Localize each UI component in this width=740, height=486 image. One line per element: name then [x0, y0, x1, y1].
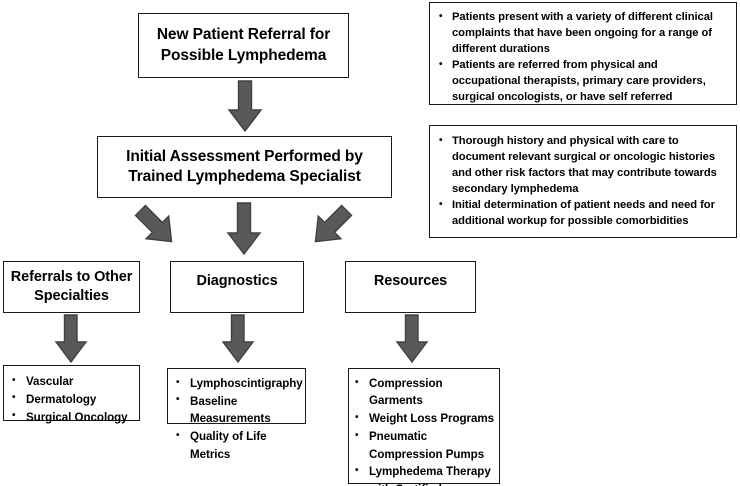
list-item: Dermatology	[7, 390, 134, 408]
referrals-specialties-items: Vascular Dermatology Surgical Oncology	[7, 372, 134, 426]
node-resources[interactable]: Resources	[345, 261, 476, 313]
node-new-patient-referral-label: New Patient Referral for Possible Lymphe…	[156, 26, 331, 64]
node-initial-assessment[interactable]: Initial Assessment Performed by Trained …	[97, 136, 392, 198]
list-item: Lymphedema Therapy with Certified Lymphe…	[350, 463, 495, 486]
list-diagnostics: Lymphoscintigraphy Baseline Measurements…	[167, 368, 306, 461]
arrow-referral-to-assessment	[225, 80, 265, 133]
node-resources-label: Resources	[373, 273, 448, 289]
assessment-details-items: Thorough history and physical with care …	[435, 134, 727, 230]
arrow-resources-to-list	[393, 314, 431, 364]
list-item: Weight Loss Programs	[350, 410, 495, 427]
node-referrals-to-other-specialties-label: Referrals to Other Specialties	[10, 268, 133, 304]
panel-referral-details: Patients present with a variety of diffe…	[429, 2, 737, 105]
arrow-assessment-to-referrals	[125, 200, 187, 252]
arrow-referrals-to-list	[52, 314, 90, 364]
list-item: Pneumatic Compression Pumps	[350, 428, 495, 463]
list-item: Quality of Life Metrics	[171, 428, 300, 463]
node-initial-assessment-label: Initial Assessment Performed by Trained …	[126, 147, 363, 185]
arrow-diagnostics-to-list	[219, 314, 257, 364]
list-item: Lymphoscintigraphy	[171, 374, 303, 392]
diagnostics-items: Lymphoscintigraphy Baseline Measurements…	[171, 374, 303, 463]
node-diagnostics[interactable]: Diagnostics	[170, 261, 304, 313]
list-item: Patients are referred from physical and …	[435, 58, 727, 106]
referral-details-items: Patients present with a variety of diffe…	[435, 10, 727, 106]
list-item: Initial determination of patient needs a…	[435, 198, 727, 230]
list-item: Surgical Oncology	[7, 408, 134, 426]
list-item: Thorough history and physical with care …	[435, 134, 727, 198]
list-item: Baseline Measurements	[171, 392, 300, 428]
arrow-assessment-to-diagnostics	[224, 202, 264, 256]
node-new-patient-referral[interactable]: New Patient Referral for Possible Lymphe…	[138, 13, 349, 78]
list-referrals-to-other-specialties: Vascular Dermatology Surgical Oncology	[3, 365, 140, 424]
list-item: Compression Garments	[350, 375, 495, 410]
list-resources: Compression Garments Weight Loss Program…	[348, 368, 500, 486]
list-item: Patients present with a variety of diffe…	[435, 10, 727, 58]
arrow-assessment-to-resources	[300, 200, 362, 252]
node-referrals-to-other-specialties[interactable]: Referrals to Other Specialties	[3, 261, 140, 313]
list-item: Vascular	[7, 372, 134, 390]
panel-assessment-details: Thorough history and physical with care …	[429, 125, 737, 238]
node-diagnostics-label: Diagnostics	[196, 273, 278, 289]
resources-items: Compression Garments Weight Loss Program…	[350, 375, 495, 486]
